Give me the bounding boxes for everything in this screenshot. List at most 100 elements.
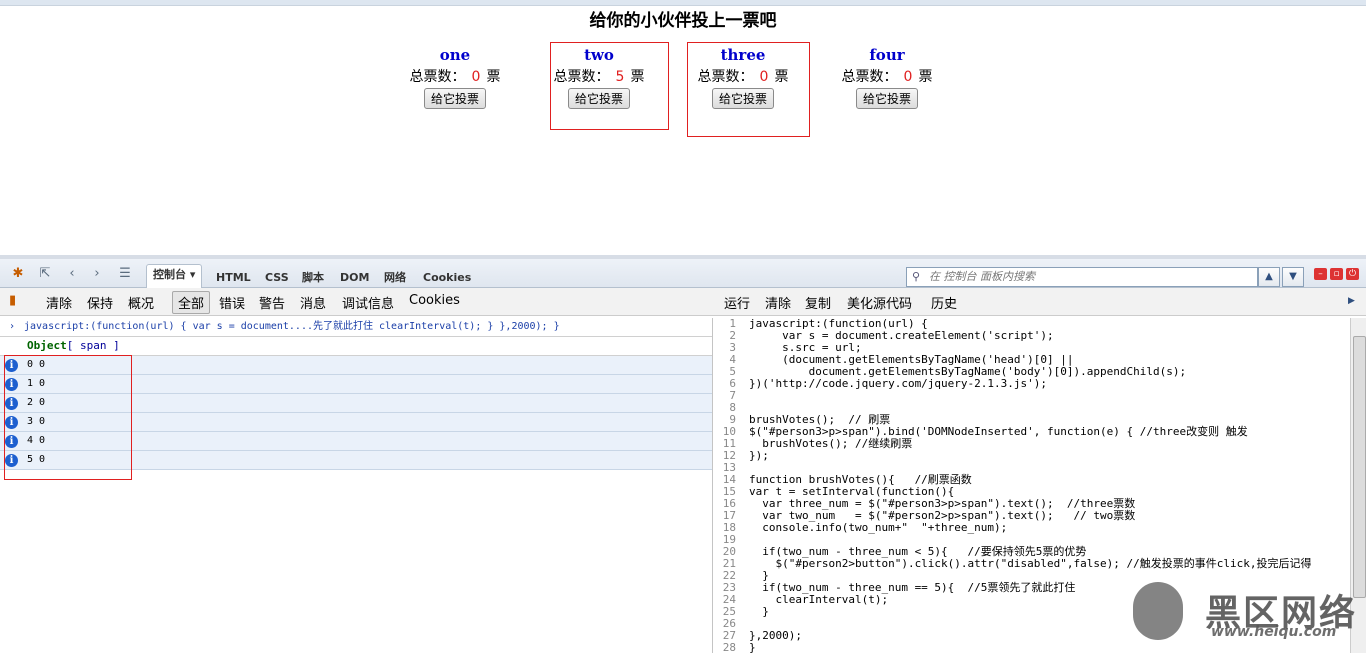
filter-info-button[interactable]: 消息	[300, 297, 327, 312]
line-number: 10	[722, 425, 736, 438]
search-icon: ⚲	[912, 270, 921, 283]
code-line: 6})('http://code.jquery.com/jquery-2.1.3…	[714, 378, 1350, 390]
code-line: 21 $("#person2>button").click().attr("di…	[714, 558, 1350, 570]
vote-button-three[interactable]: 给它投票	[711, 88, 774, 109]
filter-all-button[interactable]: 全部	[172, 291, 211, 314]
search-next-icon[interactable]: ▼	[1282, 267, 1304, 287]
code-line: 5 document.getElementsByTagName('body')[…	[714, 366, 1350, 378]
code-text: })('http://code.jquery.com/jquery-2.1.3.…	[749, 377, 1048, 390]
line-number: 26	[722, 617, 736, 630]
inspect-icon[interactable]: ⇱	[39, 266, 51, 281]
code-line: 24 clearInterval(t);	[714, 594, 1350, 606]
firebug-panel: ✱ ⇱ ‹ › ☰ 控制台 ▾ HTML CSS 脚本 DOM 网络 Cooki…	[0, 255, 1366, 653]
line-number: 24	[722, 593, 736, 606]
watermark: 黑区网络 www.heiqu.com	[1133, 580, 1363, 646]
code-text: s.src = url;	[749, 341, 862, 354]
search-placeholder: 在 控制台 面板内搜索	[929, 270, 1035, 283]
code-text: brushVotes(); // 刷票	[749, 413, 891, 426]
code-line: 25 }	[714, 606, 1350, 618]
minimize-icon[interactable]: –	[1314, 268, 1327, 280]
filter-warnings-button[interactable]: 警告	[259, 297, 286, 312]
code-text: var t = setInterval(function(){	[749, 485, 955, 498]
code-line: 17 var two_num = $("#person2>p>span").te…	[714, 510, 1350, 522]
object-log-line[interactable]: Object[ span ]	[0, 337, 712, 356]
page-title: 给你的小伙伴投上一票吧	[589, 11, 777, 31]
close-icon[interactable]: ⏻	[1346, 268, 1359, 280]
tab-css[interactable]: CSS	[265, 271, 289, 284]
vote-button-one[interactable]: 给它投票	[423, 88, 486, 109]
vote-button-two[interactable]: 给它投票	[567, 88, 630, 109]
search-prev-icon[interactable]: ▲	[1258, 267, 1280, 287]
editor-scrollbar[interactable]	[1350, 318, 1366, 653]
line-number: 17	[722, 509, 736, 522]
highlight-box-log	[4, 355, 132, 480]
line-number: 9	[729, 413, 736, 426]
firebug-bug-icon[interactable]: ✱	[12, 266, 24, 281]
pretty-print-button[interactable]: 美化源代码	[847, 297, 913, 312]
firebug-tab-bar: ✱ ⇱ ‹ › ☰ 控制台 ▾ HTML CSS 脚本 DOM 网络 Cooki…	[0, 259, 1366, 288]
detach-icon[interactable]: ▫	[1330, 268, 1343, 280]
back-icon[interactable]: ‹	[69, 266, 75, 281]
vote-count: 0	[903, 69, 913, 85]
prompt-icon: ›	[8, 321, 16, 332]
list-icon[interactable]: ☰	[119, 266, 131, 281]
code-line: 12});	[714, 450, 1350, 462]
code-text: }	[749, 569, 769, 582]
tab-html[interactable]: HTML	[216, 271, 251, 284]
code-text: if(two_num - three_num < 5){ //要保持领先5票的优…	[749, 545, 1087, 558]
forward-icon[interactable]: ›	[94, 266, 100, 281]
search-input[interactable]: ⚲ 在 控制台 面板内搜索	[906, 267, 1258, 287]
code-line: 20 if(two_num - three_num < 5){ //要保持领先5…	[714, 546, 1350, 558]
info-icon: i	[5, 454, 18, 467]
breakpoint-icon[interactable]: ▮	[9, 293, 17, 308]
line-number: 3	[729, 341, 736, 354]
tab-console[interactable]: 控制台 ▾	[146, 264, 203, 288]
info-icon: i	[5, 397, 18, 410]
code-line: 28}	[714, 642, 1350, 653]
code-text: }	[749, 641, 756, 653]
code-text: },2000);	[749, 629, 802, 642]
person-name: two	[584, 46, 614, 64]
scrollbar-thumb[interactable]	[1353, 336, 1366, 598]
votes-label: 总票数：	[409, 69, 466, 85]
filter-cookies-button[interactable]: Cookies	[409, 293, 460, 308]
tab-cookies[interactable]: Cookies	[423, 271, 472, 284]
tab-dom[interactable]: DOM	[340, 271, 370, 284]
line-number: 16	[722, 497, 736, 510]
line-number: 12	[722, 449, 736, 462]
code-line: 19	[714, 534, 1350, 546]
code-line: 22 }	[714, 570, 1350, 582]
run-button[interactable]: 运行	[724, 297, 751, 312]
editor-clear-button[interactable]: 清除	[765, 297, 792, 312]
line-number: 4	[729, 353, 736, 366]
expand-right-icon[interactable]: ▶	[1348, 296, 1355, 306]
filter-errors-button[interactable]: 错误	[219, 297, 246, 312]
vote-button-four[interactable]: 给它投票	[855, 88, 918, 109]
line-number: 23	[722, 581, 736, 594]
vote-count: 0	[471, 69, 481, 85]
profile-button[interactable]: 概况	[128, 297, 155, 312]
info-icon: i	[5, 378, 18, 391]
persist-button[interactable]: 保持	[87, 297, 114, 312]
code-text: console.info(two_num+" "+three_num);	[749, 521, 1008, 534]
copy-button[interactable]: 复制	[805, 297, 832, 312]
watermark-logo	[1133, 582, 1183, 640]
code-line: 9 brushVotes(); // 刷票	[714, 414, 1350, 426]
tab-net[interactable]: 网络	[384, 271, 406, 284]
history-button[interactable]: 历史	[931, 297, 958, 312]
code-line: 23 if(two_num - three_num == 5){ //5票领先了…	[714, 582, 1350, 594]
code-text: document.getElementsByTagName('body')[0]…	[749, 365, 1187, 378]
votes-label: 总票数：	[841, 69, 898, 85]
watermark-url: www.heiqu.com	[1211, 624, 1337, 640]
tab-script[interactable]: 脚本	[302, 271, 324, 284]
line-number: 28	[722, 641, 736, 653]
votes-unit: 票	[774, 69, 789, 85]
clear-button[interactable]: 清除	[46, 297, 73, 312]
filter-debug-button[interactable]: 调试信息	[342, 297, 395, 312]
